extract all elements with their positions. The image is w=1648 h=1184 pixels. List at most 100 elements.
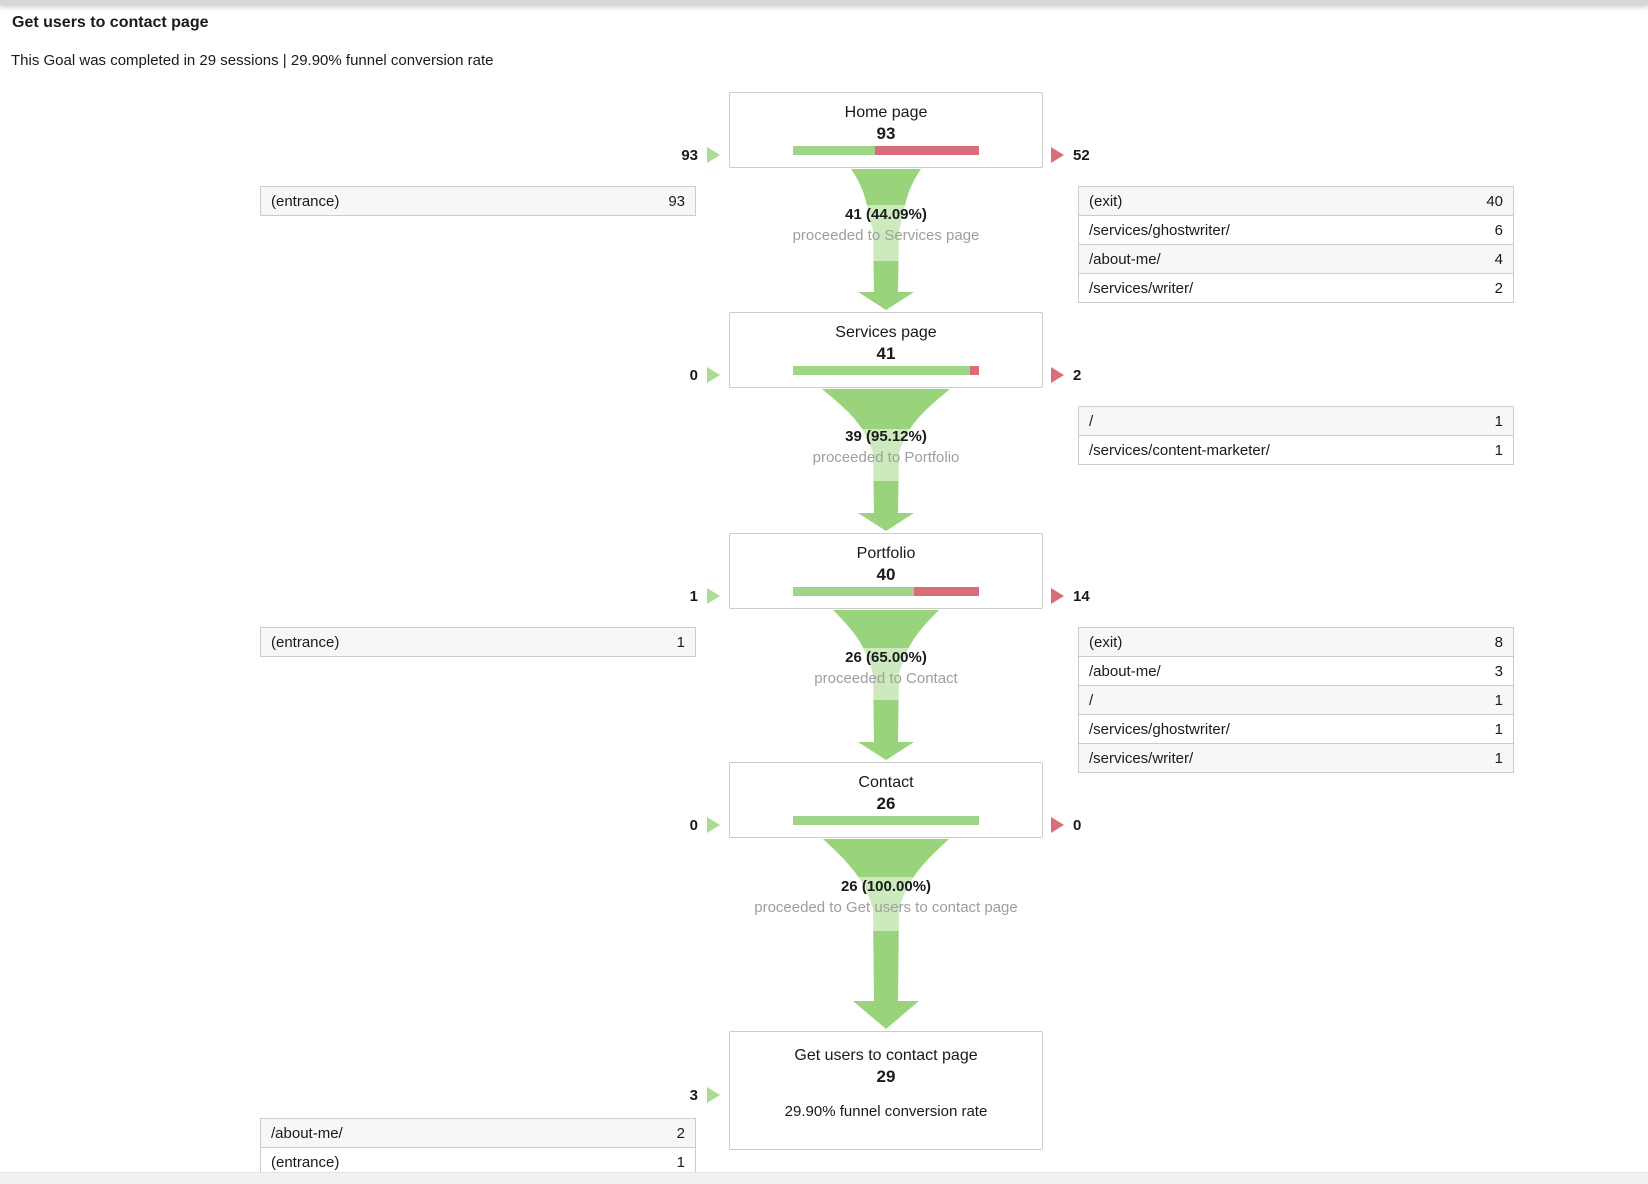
row-page: (entrance) — [271, 1153, 340, 1171]
table-row: (exit) 8 — [1079, 628, 1513, 656]
row-page: /services/ghostwriter/ — [1089, 221, 1230, 239]
row-page: (exit) — [1089, 192, 1123, 210]
continue-bar-fill — [793, 366, 970, 375]
table-row: /1 — [1079, 685, 1513, 714]
continue-bar-fill — [793, 587, 914, 596]
row-page: /services/writer/ — [1089, 279, 1194, 297]
continue-exit-bar — [793, 146, 979, 155]
row-page: /about-me/ — [1089, 662, 1161, 680]
in-arrow-icon — [707, 817, 720, 833]
step1-entrance-table: (entrance)93 — [260, 186, 696, 216]
top-divider — [0, 0, 1648, 6]
in-arrow-icon — [707, 1087, 720, 1103]
step1-exit-table: (exit)40 /services/ghostwriter/6 /about-… — [1078, 186, 1514, 303]
table-row: /services/ghostwriter/6 — [1079, 215, 1513, 244]
row-page: / — [1089, 412, 1094, 430]
step2-exits-label: 2 — [1051, 363, 1081, 387]
row-page: /services/content-marketer/ — [1089, 441, 1270, 459]
row-value: 1 — [1494, 691, 1503, 709]
exits-count: 14 — [1073, 587, 1090, 605]
row-value: 3 — [1494, 662, 1503, 680]
entrances-count: 93 — [681, 146, 698, 164]
step5-entrances-label: 3 — [580, 1083, 720, 1107]
row-value: 6 — [1494, 221, 1503, 239]
step5-entrance-table: /about-me/2 (entrance) 1 — [260, 1118, 696, 1177]
row-value: 8 — [1494, 633, 1503, 651]
proceed-value: 26 (100.00%) — [840, 878, 932, 895]
conversion-rate-note: 29.90% funnel conversion rate — [784, 1103, 988, 1120]
step2-exit-table: /1 /services/content-marketer/1 — [1078, 406, 1514, 465]
continue-bar-fill — [793, 816, 979, 825]
funnel-step-home-page[interactable]: Home page 93 — [729, 92, 1043, 168]
step4-entrances-label: 0 — [580, 813, 720, 837]
funnel-step-services-page[interactable]: Services page 41 — [729, 312, 1043, 388]
page-title: Get users to contact page — [12, 14, 209, 31]
in-arrow-icon — [707, 367, 720, 383]
continue-exit-bar — [793, 366, 979, 375]
proceed-desc: proceeded to Contact — [814, 670, 958, 687]
entrances-count: 0 — [689, 366, 698, 384]
row-value: 2 — [676, 1124, 685, 1142]
row-value: 1 — [1494, 720, 1503, 738]
row-value: 93 — [668, 192, 685, 210]
continue-bar-fill — [793, 146, 875, 155]
row-value: 1 — [676, 1153, 685, 1171]
row-value: 1 — [676, 633, 685, 651]
step-count: 29 — [876, 1067, 896, 1086]
bottom-scroll-track[interactable] — [0, 1172, 1648, 1184]
row-value: 2 — [1494, 279, 1503, 297]
row-page: / — [1089, 691, 1094, 709]
step-title: Get users to contact page — [794, 1047, 978, 1064]
row-page: /about-me/ — [1089, 250, 1161, 268]
out-arrow-icon — [1051, 588, 1064, 604]
table-row: (entrance)1 — [261, 628, 695, 656]
step1-exits-label: 52 — [1051, 143, 1090, 167]
step-count: 40 — [876, 565, 896, 584]
table-row: /about-me/4 — [1079, 244, 1513, 273]
in-arrow-icon — [707, 588, 720, 604]
row-page: /about-me/ — [271, 1124, 343, 1142]
row-value: 4 — [1494, 250, 1503, 268]
step2-entrances-label: 0 — [580, 363, 720, 387]
step4-exits-label: 0 — [1051, 813, 1081, 837]
row-page: /services/ghostwriter/ — [1089, 720, 1230, 738]
in-arrow-icon — [707, 147, 720, 163]
step-title: Services page — [835, 324, 937, 341]
row-page: (exit) — [1089, 633, 1123, 651]
row-value: 1 — [1494, 412, 1503, 430]
out-arrow-icon — [1051, 367, 1064, 383]
step1-entrances-label: 93 — [580, 143, 720, 167]
continue-exit-bar — [793, 816, 979, 825]
funnel-step-contact[interactable]: Contact 26 — [729, 762, 1043, 838]
table-row: (entrance) 1 — [261, 1147, 695, 1176]
out-arrow-icon — [1051, 147, 1064, 163]
proceed-value: 39 (95.12%) — [845, 428, 927, 445]
step3-exits-label: 14 — [1051, 584, 1090, 608]
row-page: /services/writer/ — [1089, 749, 1194, 767]
step-title: Home page — [844, 104, 928, 121]
funnel-step-portfolio[interactable]: Portfolio 40 — [729, 533, 1043, 609]
entrances-count: 0 — [689, 816, 698, 834]
step3-entrances-label: 1 — [580, 584, 720, 608]
funnel-connector — [816, 169, 956, 310]
proceed-desc: proceeded to Services page — [792, 227, 980, 244]
continue-exit-bar — [793, 587, 979, 596]
report-subtitle: This Goal was completed in 29 sessions |… — [11, 52, 494, 69]
exits-count: 0 — [1073, 816, 1082, 834]
table-row: /services/writer/1 — [1079, 743, 1513, 772]
step3-entrance-table: (entrance)1 — [260, 627, 696, 657]
funnel-step-goal[interactable]: Get users to contact page 29 29.90% funn… — [729, 1031, 1043, 1150]
table-row: (exit)40 — [1079, 187, 1513, 215]
funnel-connector — [816, 389, 956, 531]
proceed-desc: proceeded to Portfolio — [812, 449, 960, 466]
step-title: Contact — [858, 774, 914, 791]
row-value: 1 — [1494, 749, 1503, 767]
table-row: /about-me/2 — [261, 1119, 695, 1147]
step3-exit-table: (exit)8 /about-me/3 /1 /services/ghostwr… — [1078, 627, 1514, 773]
step2-proceed-text: 39 (95.12%) proceeded to Portfolio — [636, 428, 1136, 466]
table-row: /about-me/3 — [1079, 656, 1513, 685]
step4-proceed-text: 26 (100.00%) proceeded to Get users to c… — [636, 878, 1136, 916]
table-row: /1 — [1079, 407, 1513, 435]
table-row: /services/writer/2 — [1079, 273, 1513, 302]
